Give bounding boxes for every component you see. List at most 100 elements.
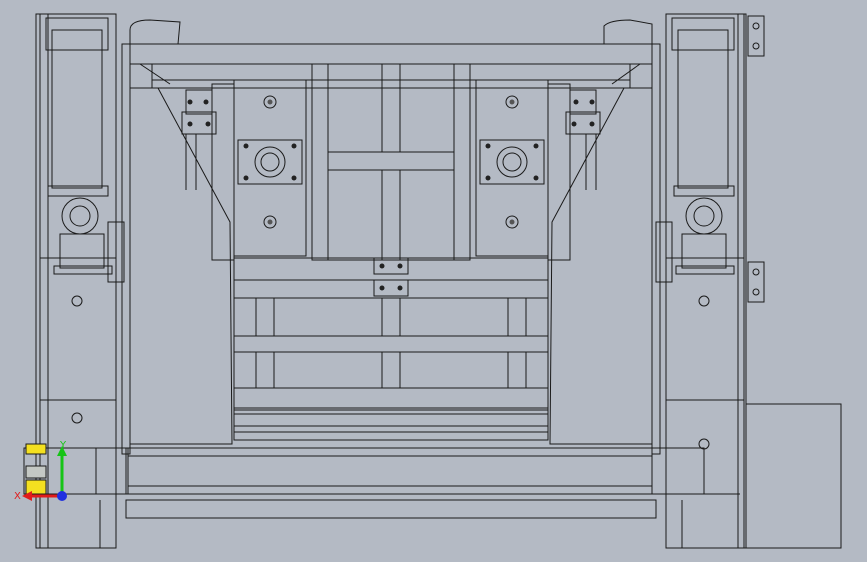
right-frame [655,13,765,549]
right-plate-bolt-top [505,95,519,109]
purple-strip [233,413,549,427]
left-bolt-hole-upper [71,295,83,307]
right-bearing-ring [496,146,528,178]
right-clamp-screw-a [573,99,579,105]
cyan-guards [129,87,653,445]
roller-assembly [23,447,740,519]
tray-post-a2 [381,297,401,337]
pink-panel-right-rail [453,63,471,261]
right-clamp-mid [565,111,601,135]
left-clamp-top [185,89,213,115]
left-frame-edge [39,13,49,549]
right-plate-bolt-top-core [509,99,515,105]
right-bearing-screw-b [533,143,539,149]
triad-mid-block [25,465,47,479]
left-cylinder-cap [45,17,109,51]
tray-center-clip-upper [373,257,409,275]
roller-drum [127,447,653,495]
top-left-cap [129,19,181,45]
top-pink-band [151,63,631,81]
tray-floor-rail [233,407,549,415]
right-cyan-guard [549,87,653,445]
left-bearing-ring [254,146,286,178]
right-frame-edge [737,13,747,549]
left-plate-bolt-top-core [267,99,273,105]
right-plate-bolt-bottom [505,215,519,229]
left-plate-bolt-bottom-core [267,219,273,225]
tray-post-b3 [507,351,527,389]
tray-post-a1 [255,297,275,337]
tray-clip-screw-c [379,285,385,291]
left-clamp-screw-d [205,121,211,127]
left-plate-bolt-bottom [263,215,277,229]
tray-clip-screw-a [379,263,385,269]
y-axis-label: Y [59,440,67,451]
center-panel [311,63,471,261]
left-center-post [121,43,131,455]
tray-assembly [233,257,549,441]
right-bearing-screw-a [485,143,491,149]
right-clamp-screw-c [571,121,577,127]
tray-clip-screw-d [397,285,403,291]
top-frame [129,19,653,89]
right-mount-tab-top [747,15,765,57]
left-bearing-screw-d [291,175,297,181]
right-frame-plate [665,13,745,549]
tray-clip-screw-b [397,263,403,269]
electrical-box [745,403,842,549]
tray-floor-plate [233,425,549,433]
z-axis-dot [57,491,67,501]
left-mount-plate [233,79,307,257]
right-plate [475,79,549,257]
left-coupling [59,233,105,269]
tray-post-a3 [507,297,527,337]
inner-side-rails [181,83,601,261]
right-coupling [681,233,727,269]
right-inner-rail [547,83,571,261]
left-bearing-screw-c [243,175,249,181]
left-frame [35,13,125,549]
left-bearing-screw-a [243,143,249,149]
right-bearing-core [502,152,522,172]
roller-right-bearing [651,447,705,495]
left-inner-rail [211,83,235,261]
tray-top-bar [233,257,549,281]
right-mount-tab-mid-hole-b [752,288,760,296]
right-bearing-screw-d [533,175,539,181]
tray-post-b1 [255,351,275,389]
right-cylinder-flange [673,185,735,197]
top-right-cap [603,19,653,45]
left-clamp-screw-b [203,99,209,105]
x-axis-label: X [14,491,21,502]
left-clamp-screw-a [187,99,193,105]
right-clamp-top [569,89,597,115]
top-left-diagonal [139,63,171,85]
triad-top-tag [25,443,47,455]
left-plate [233,79,307,257]
green-strip [233,431,549,441]
top-crossbeam [129,43,653,65]
left-gear-hub [69,205,91,227]
y-axis-arrow-head [57,446,67,456]
right-mount-tab-mid-hole-a [752,268,760,276]
pink-panel [327,63,455,261]
left-bearing-block [237,139,303,185]
right-mount-plate [475,79,549,257]
left-clamp-screw-c [187,121,193,127]
right-plate-bolt-bottom-core [509,219,515,225]
right-gear-hub [693,205,715,227]
right-mount-tab-top-hole-b [752,42,760,50]
left-bearing-core [260,152,280,172]
right-bolt-hole-upper [698,295,710,307]
tray-center-clip-lower [373,279,409,297]
axis-triad[interactable]: X Y [14,440,67,502]
right-clamp-screw-d [589,121,595,127]
left-clamp-mid [181,111,217,135]
pink-panel-left-rail [311,63,329,261]
right-mount-tab-top-hole-a [752,22,760,30]
left-bolt-hole-lower [71,412,83,424]
upper-crossbar [151,79,631,89]
right-bracket [655,221,673,283]
